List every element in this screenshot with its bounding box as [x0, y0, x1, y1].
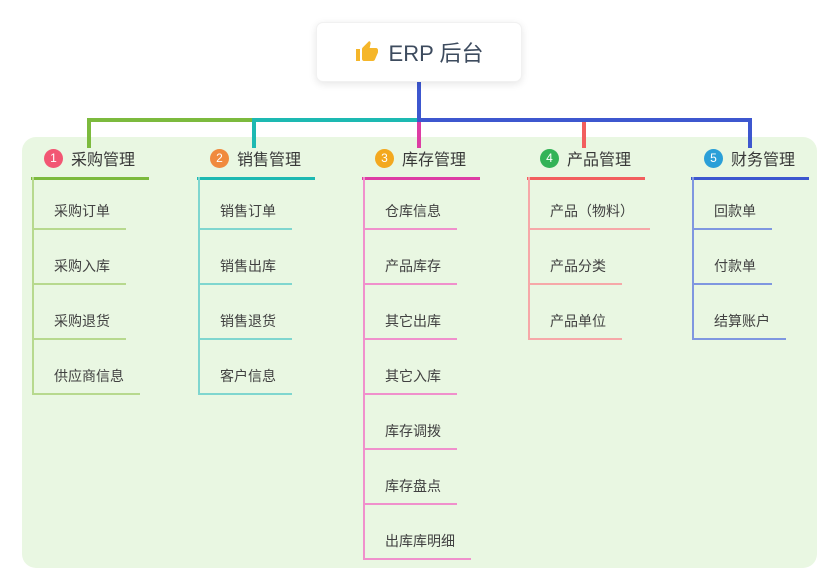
branch-title-label: 产品管理 — [567, 152, 632, 169]
branch-child-line — [32, 177, 34, 395]
branch-title-inventory[interactable]: 3 库存管理 — [362, 146, 481, 180]
child-node-receipt-bill[interactable]: 回款单 — [692, 201, 772, 230]
connector-drop-purchase — [87, 118, 91, 148]
connector-bus-purchase — [87, 118, 254, 122]
child-node-product-stock[interactable]: 产品库存 — [363, 256, 457, 285]
connector-drop-inventory — [417, 122, 421, 148]
root-node-erp[interactable]: ERP 后台 — [316, 22, 522, 82]
child-node-outbound-detail[interactable]: 出库库明细 — [363, 531, 471, 560]
branch-product: 4 产品管理 产品（物料） 产品分类 产品单位 — [527, 146, 650, 340]
branches-panel — [22, 137, 817, 568]
branch-title-label: 销售管理 — [237, 152, 302, 169]
child-node-sales-outbound[interactable]: 销售出库 — [198, 256, 292, 285]
branch-title-label: 财务管理 — [731, 152, 796, 169]
child-node-sales-order[interactable]: 销售订单 — [198, 201, 292, 230]
branch-child-line — [198, 177, 200, 395]
child-node-purchase-inbound[interactable]: 采购入库 — [32, 256, 126, 285]
child-node-stock-transfer[interactable]: 库存调拨 — [363, 421, 457, 450]
thumbs-up-icon — [355, 40, 379, 64]
branch-sales: 2 销售管理 销售订单 销售出库 销售退货 客户信息 — [197, 146, 316, 395]
child-node-product-unit[interactable]: 产品单位 — [528, 311, 622, 340]
branch-inventory: 3 库存管理 仓库信息 产品库存 其它出库 其它入库 库存调拨 库存盘点 出库库… — [362, 146, 481, 560]
branch-title-label: 采购管理 — [71, 152, 136, 169]
branch-number-badge: 4 — [540, 148, 559, 168]
branch-title-purchase[interactable]: 1 采购管理 — [31, 146, 150, 180]
branch-title-label: 库存管理 — [402, 152, 467, 169]
child-node-purchase-return[interactable]: 采购退货 — [32, 311, 126, 340]
child-node-supplier-info[interactable]: 供应商信息 — [32, 366, 140, 395]
child-node-customer-info[interactable]: 客户信息 — [198, 366, 292, 395]
child-node-product-category[interactable]: 产品分类 — [528, 256, 622, 285]
child-node-other-outbound[interactable]: 其它出库 — [363, 311, 457, 340]
connector-bus-sales — [252, 118, 419, 122]
child-node-settlement-account[interactable]: 结算账户 — [692, 311, 786, 340]
connector-bus-finance — [417, 118, 752, 122]
branch-number-badge: 1 — [44, 148, 63, 168]
branch-title-finance[interactable]: 5 财务管理 — [691, 146, 810, 180]
branch-title-sales[interactable]: 2 销售管理 — [197, 146, 316, 180]
connector-drop-product — [582, 122, 586, 148]
child-node-stock-count[interactable]: 库存盘点 — [363, 476, 457, 505]
branch-number-badge: 5 — [704, 148, 723, 168]
branch-number-badge: 3 — [375, 148, 394, 168]
connector-drop-finance — [748, 118, 752, 148]
branch-number-badge: 2 — [210, 148, 229, 168]
child-node-other-inbound[interactable]: 其它入库 — [363, 366, 457, 395]
connector-drop-sales — [252, 118, 256, 148]
child-node-purchase-order[interactable]: 采购订单 — [32, 201, 126, 230]
child-node-product-material[interactable]: 产品（物料） — [528, 201, 650, 230]
child-node-warehouse-info[interactable]: 仓库信息 — [363, 201, 457, 230]
branch-purchase: 1 采购管理 采购订单 采购入库 采购退货 供应商信息 — [31, 146, 150, 395]
branch-child-line — [363, 177, 365, 560]
connector-root — [417, 82, 421, 120]
branch-child-line — [528, 177, 530, 340]
branch-title-product[interactable]: 4 产品管理 — [527, 146, 646, 180]
branch-finance: 5 财务管理 回款单 付款单 结算账户 — [691, 146, 810, 340]
child-node-payment-bill[interactable]: 付款单 — [692, 256, 772, 285]
child-node-sales-return[interactable]: 销售退货 — [198, 311, 292, 340]
root-node-label: ERP 后台 — [388, 41, 484, 66]
branch-child-line — [692, 177, 694, 340]
